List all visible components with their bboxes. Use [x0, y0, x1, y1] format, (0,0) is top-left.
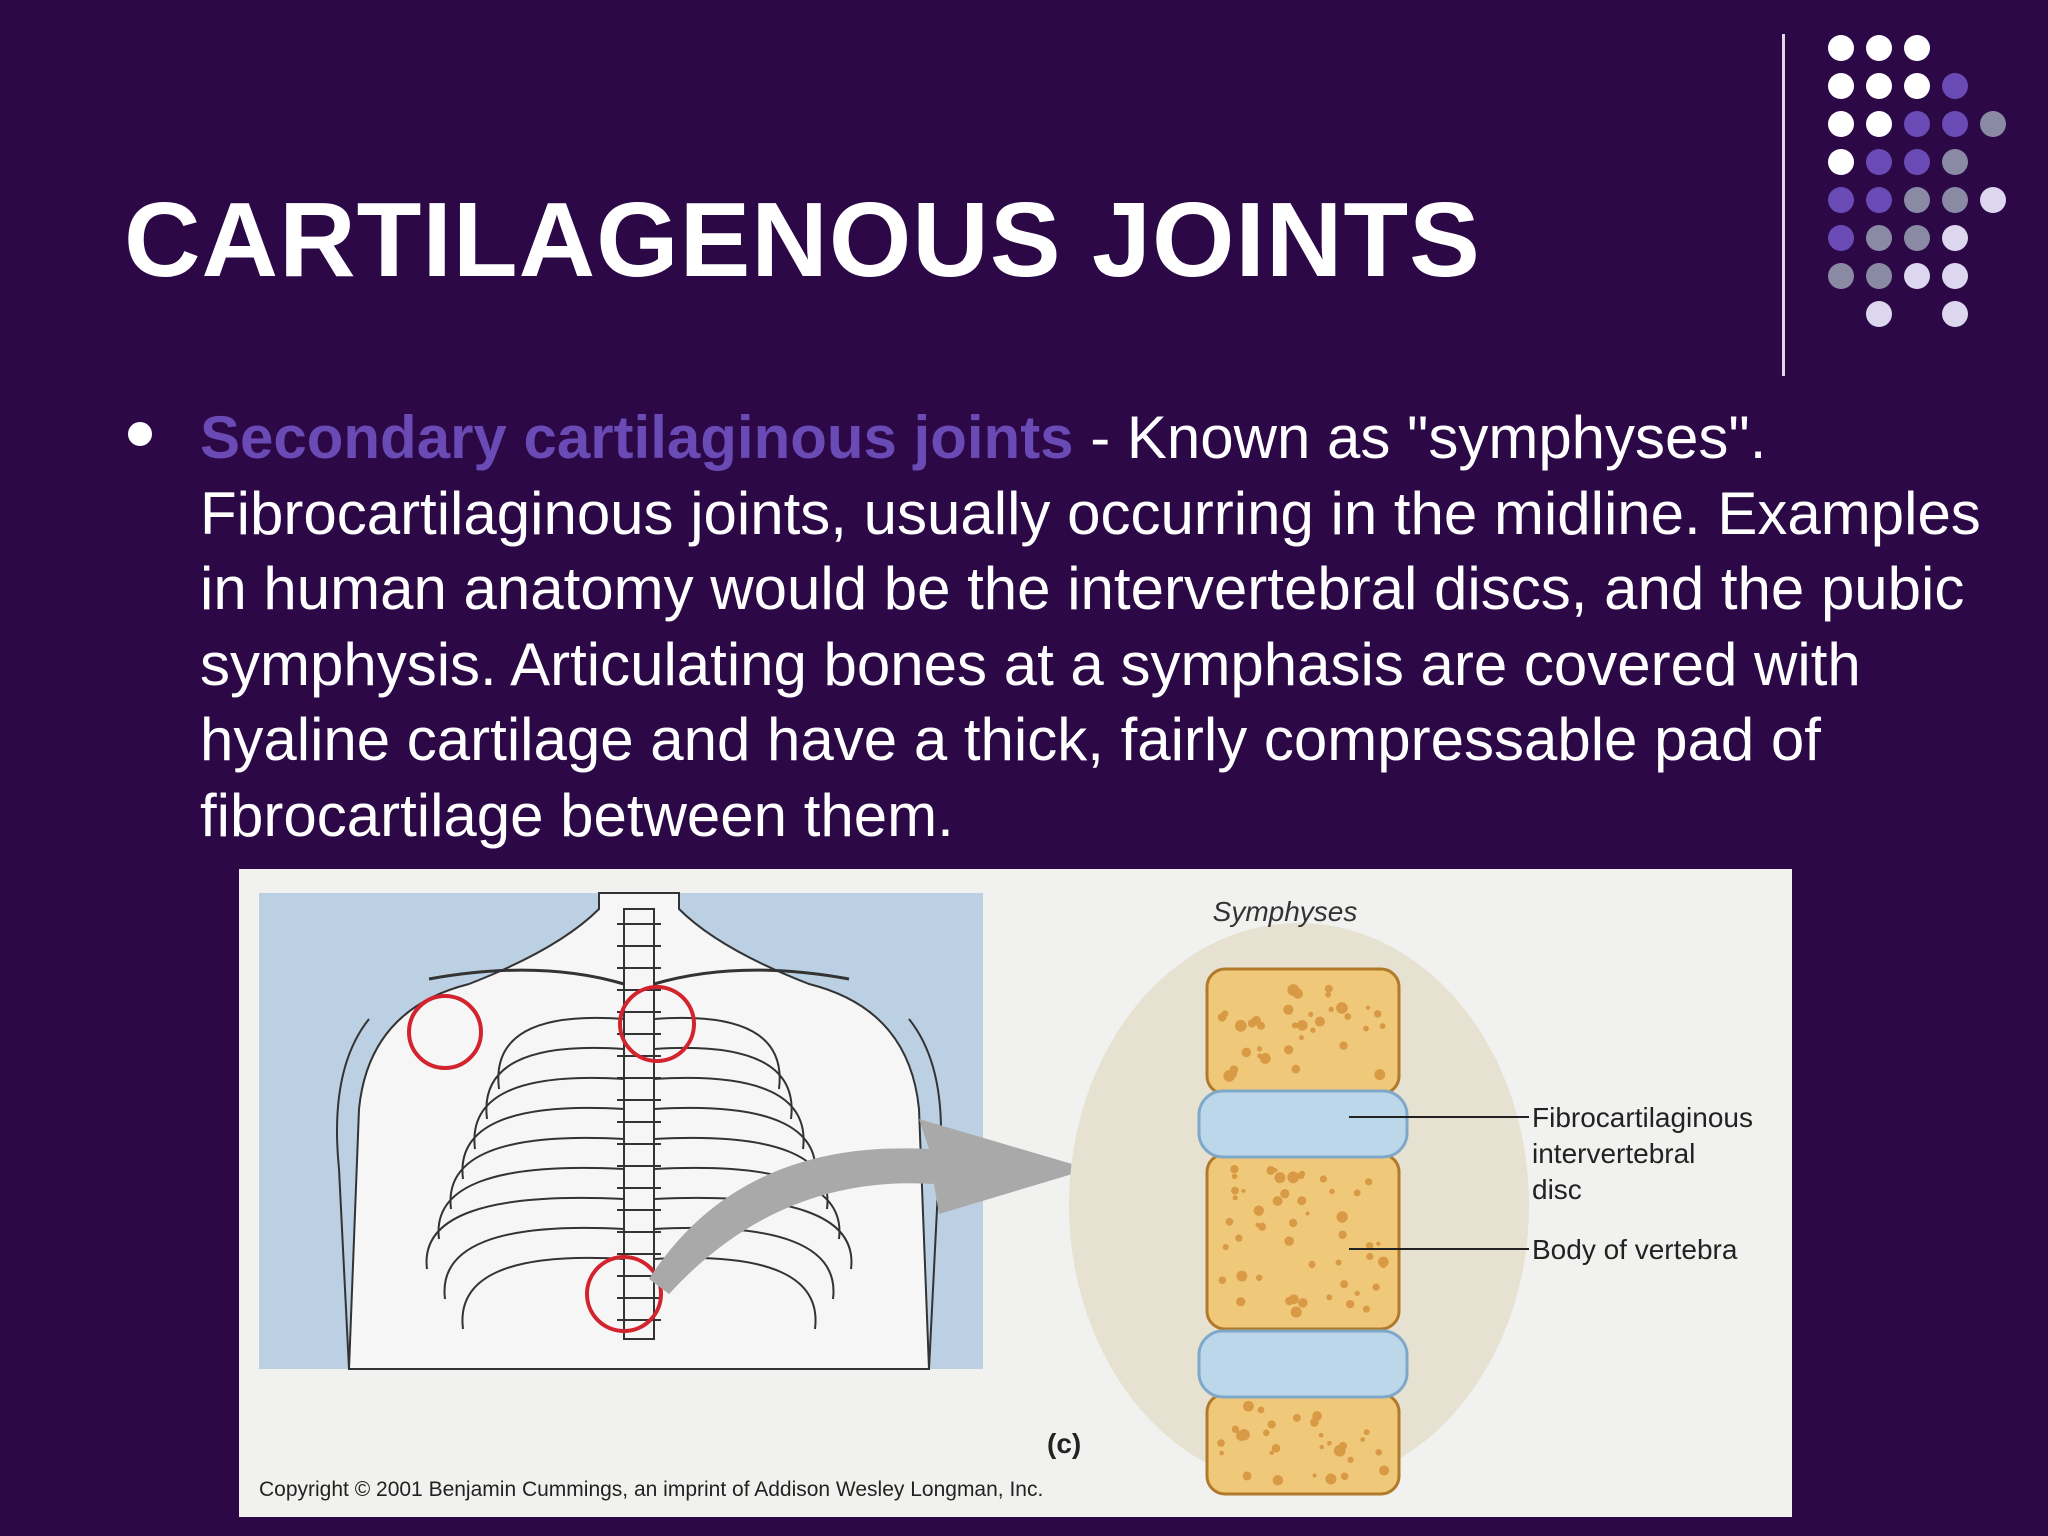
clavicle-right [428, 968, 625, 986]
decorative-dot [1904, 149, 1930, 175]
label-disc-line1: Fibrocartilaginous [1532, 1102, 1753, 1133]
decorative-dot [1904, 35, 1930, 61]
decorative-dot [1980, 111, 2006, 137]
right-arm-outline [336, 1018, 370, 1370]
decorative-dot [1866, 301, 1892, 327]
decorative-dot [1980, 187, 2006, 213]
decorative-dot [1828, 225, 1854, 251]
decorative-dot [1866, 73, 1892, 99]
label-disc-line2: intervertebral [1532, 1138, 1695, 1169]
decorative-dot [1904, 225, 1930, 251]
ribcage-illustration [425, 1016, 853, 1330]
bullet-term: Secondary cartilaginous joints [200, 404, 1074, 471]
decorative-dot [1866, 149, 1892, 175]
decorative-dot [1942, 187, 1968, 213]
decorative-dot [1866, 225, 1892, 251]
decorative-dot [1828, 263, 1854, 289]
decorative-dot [1828, 73, 1854, 99]
decorative-dot [1942, 301, 1968, 327]
decorative-dot [1828, 35, 1854, 61]
label-disc-line3: disc [1532, 1174, 1582, 1205]
figure-heading: Symphyses [1213, 896, 1358, 927]
bullet-paragraph: Secondary cartilaginous joints - Known a… [200, 400, 2020, 853]
bullet-body: - Known as "symphyses". Fibrocartilagino… [200, 404, 1981, 849]
spine-illustration [617, 908, 661, 1340]
decorative-dot [1942, 149, 1968, 175]
anatomy-figure: Symphyses Fibrocartilaginous interverteb… [239, 869, 1792, 1517]
decorative-dot [1942, 73, 1968, 99]
intervertebral-disc-lower [1197, 1329, 1409, 1399]
decorative-dot [1866, 35, 1892, 61]
decorative-dot [1942, 225, 1968, 251]
vertebra-stack [1197, 967, 1409, 1496]
torso-outline [347, 892, 931, 1370]
bullet-icon [128, 422, 152, 446]
joint-highlight-shoulder [407, 994, 483, 1070]
decorative-dot [1942, 263, 1968, 289]
intervertebral-disc-upper [1197, 1089, 1409, 1159]
decorative-dot [1866, 111, 1892, 137]
decorative-dot [1866, 263, 1892, 289]
decorative-dot [1904, 263, 1930, 289]
decorative-dot [1828, 187, 1854, 213]
clavicle-left [653, 968, 850, 986]
label-body-of-vertebra: Body of vertebra [1532, 1234, 1738, 1265]
panel-letter: (c) [1047, 1428, 1081, 1459]
decorative-dot [1942, 111, 1968, 137]
slide-title: CARTILAGENOUS JOINTS [124, 181, 1481, 299]
title-divider-line [1782, 34, 1785, 376]
decorative-dot [1828, 111, 1854, 137]
decorative-dot [1904, 111, 1930, 137]
joint-highlight-sternoclavicular [618, 985, 696, 1063]
decorative-dot [1904, 73, 1930, 99]
zoom-arrow [649, 1119, 1089, 1294]
decorative-dot [1828, 149, 1854, 175]
decorative-dot [1866, 187, 1892, 213]
copyright-note: Copyright © 2001 Benjamin Cummings, an i… [259, 1478, 1043, 1501]
joint-highlight-intervertebral [585, 1255, 663, 1333]
decorative-dot [1904, 187, 1930, 213]
